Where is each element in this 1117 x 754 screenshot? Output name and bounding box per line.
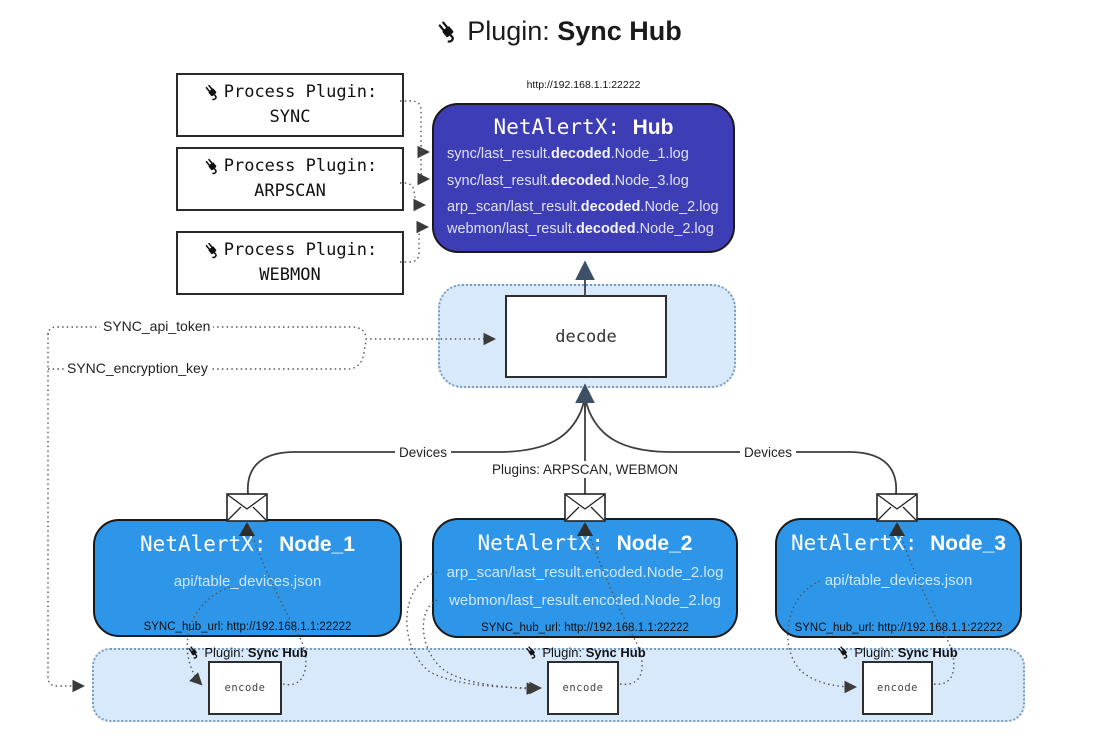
node-file: api/table_devices.json — [824, 572, 973, 589]
node-title: NetAlertX: Node_3 — [777, 531, 1020, 556]
encoder-plugin-name: Sync Hub — [897, 645, 958, 660]
node-title: NetAlertX: Node_2 — [434, 531, 736, 556]
log-mid: decoded — [575, 221, 636, 237]
envelope-icon-node3 — [876, 493, 918, 522]
plug-icon — [205, 242, 217, 259]
decode-box: decode — [505, 295, 667, 378]
process-plugin-name: SYNC — [269, 107, 311, 127]
log-pre: arp_scan/last_result. — [447, 199, 581, 215]
hub-title-name: Hub — [632, 116, 674, 139]
log-post: .Node_3.log — [610, 173, 689, 189]
envelope-icon-node1 — [226, 493, 268, 522]
setting-encryption-key: SYNC_encryption_key — [64, 360, 211, 376]
process-plugin-label: Process Plugin: — [223, 156, 378, 176]
hub-box: NetAlertX: Hub sync/last_result.decoded.… — [432, 103, 735, 253]
node-title-name: Node_3 — [930, 532, 1006, 555]
edge-label-devices-right: Devices — [740, 444, 797, 461]
hub-log-line: arp_scan/last_result.decoded.Node_2.log — [447, 199, 732, 215]
plug-icon — [838, 646, 848, 659]
page-title: Plugin: Sync Hub — [0, 16, 1117, 47]
encoder-plugin-name: Sync Hub — [247, 645, 308, 660]
setting-api-token: SYNC_api_token — [100, 318, 214, 334]
edge-label-devices-left: Devices — [395, 444, 452, 461]
log-post: .Node_2.log — [640, 199, 719, 215]
hub-log-line: sync/last_result.decoded.Node_1.log — [447, 146, 732, 162]
log-pre: webmon/last_result. — [447, 221, 576, 237]
title-label: Plugin: — [467, 16, 550, 46]
hub-log-line: sync/last_result.decoded.Node_3.log — [447, 173, 732, 189]
log-mid: decoded — [580, 199, 641, 215]
title-name: Sync Hub — [557, 16, 682, 46]
process-plugin-label: Process Plugin: — [223, 240, 378, 260]
log-post: .Node_1.log — [610, 146, 689, 162]
encode-box-1: encode — [208, 661, 282, 715]
log-post: .Node_2.log — [635, 221, 714, 237]
encode-label: encode — [562, 682, 604, 694]
node-file: api/table_devices.json — [173, 573, 322, 590]
node-title-name: Node_1 — [279, 533, 355, 556]
plug-icon — [438, 21, 455, 43]
encode-label: encode — [877, 682, 918, 694]
encode-box-3: encode — [862, 661, 933, 715]
process-plugin-arpscan: Process Plugin: ARPSCAN — [176, 147, 404, 211]
wire-sync-to-hub-line2 — [417, 145, 431, 186]
node-2-box: NetAlertX: Node_2 arp_scan/last_result.e… — [432, 518, 738, 638]
node-title-name: Node_2 — [616, 532, 693, 555]
node-title-prefix: NetAlertX: — [791, 531, 931, 555]
log-pre: sync/last_result. — [447, 173, 551, 189]
plug-icon — [188, 646, 198, 659]
envelope-icon-node2 — [564, 493, 606, 522]
plug-icon — [526, 646, 536, 659]
node-hub-url: SYNC_hub_url: http://192.168.1.1:22222 — [481, 622, 689, 634]
log-mid: decoded — [550, 173, 611, 189]
node-title-prefix: NetAlertX: — [477, 531, 617, 555]
encode-label: encode — [224, 682, 266, 694]
node-1-box: NetAlertX: Node_1 api/table_devices.json… — [93, 519, 402, 637]
node-title: NetAlertX: Node_1 — [95, 532, 400, 557]
node-file: arp_scan/last_result.encoded.Node_2.log — [446, 564, 724, 581]
encode-box-2: encode — [547, 661, 619, 715]
encoder-plugin-label: Plugin: — [854, 645, 895, 660]
wire-sync-to-hub-line1 — [400, 100, 431, 159]
hub-title-prefix: NetAlertX: — [493, 115, 633, 139]
node-title-prefix: NetAlertX: — [140, 532, 280, 556]
process-plugin-webmon: Process Plugin: WEBMON — [176, 231, 404, 295]
encoder-label-3: Plugin: Sync Hub — [836, 645, 958, 660]
plug-icon — [205, 84, 217, 101]
encoder-plugin-name: Sync Hub — [585, 645, 646, 660]
node-hub-url: SYNC_hub_url: http://192.168.1.1:22222 — [143, 621, 352, 633]
process-plugin-sync: Process Plugin: SYNC — [176, 73, 404, 137]
encoder-plugin-label: Plugin: — [204, 645, 245, 660]
wire-webmon-to-hub-line4 — [400, 220, 430, 263]
hub-url: http://192.168.1.1:22222 — [526, 79, 641, 91]
process-plugin-name: WEBMON — [259, 265, 321, 285]
log-pre: sync/last_result. — [447, 146, 551, 162]
plug-icon — [205, 158, 217, 175]
log-mid: decoded — [550, 146, 611, 162]
encoder-label-1: Plugin: Sync Hub — [186, 645, 308, 660]
decode-label: decode — [555, 326, 617, 347]
encoder-label-2: Plugin: Sync Hub — [524, 645, 646, 660]
hub-log-line: webmon/last_result.decoded.Node_2.log — [447, 221, 732, 237]
node-file: webmon/last_result.encoded.Node_2.log — [449, 592, 721, 609]
process-plugin-name: ARPSCAN — [254, 181, 326, 201]
node-hub-url: SYNC_hub_url: http://192.168.1.1:22222 — [794, 622, 1003, 634]
process-plugin-label: Process Plugin: — [223, 82, 378, 102]
node-3-box: NetAlertX: Node_3 api/table_devices.json… — [775, 518, 1022, 638]
hub-title: NetAlertX: Hub — [434, 115, 733, 140]
wire-tokens-to-encoders — [47, 333, 86, 693]
edge-label-plugins: Plugins: ARPSCAN, WEBMON — [487, 461, 683, 478]
encoder-plugin-label: Plugin: — [542, 645, 583, 660]
